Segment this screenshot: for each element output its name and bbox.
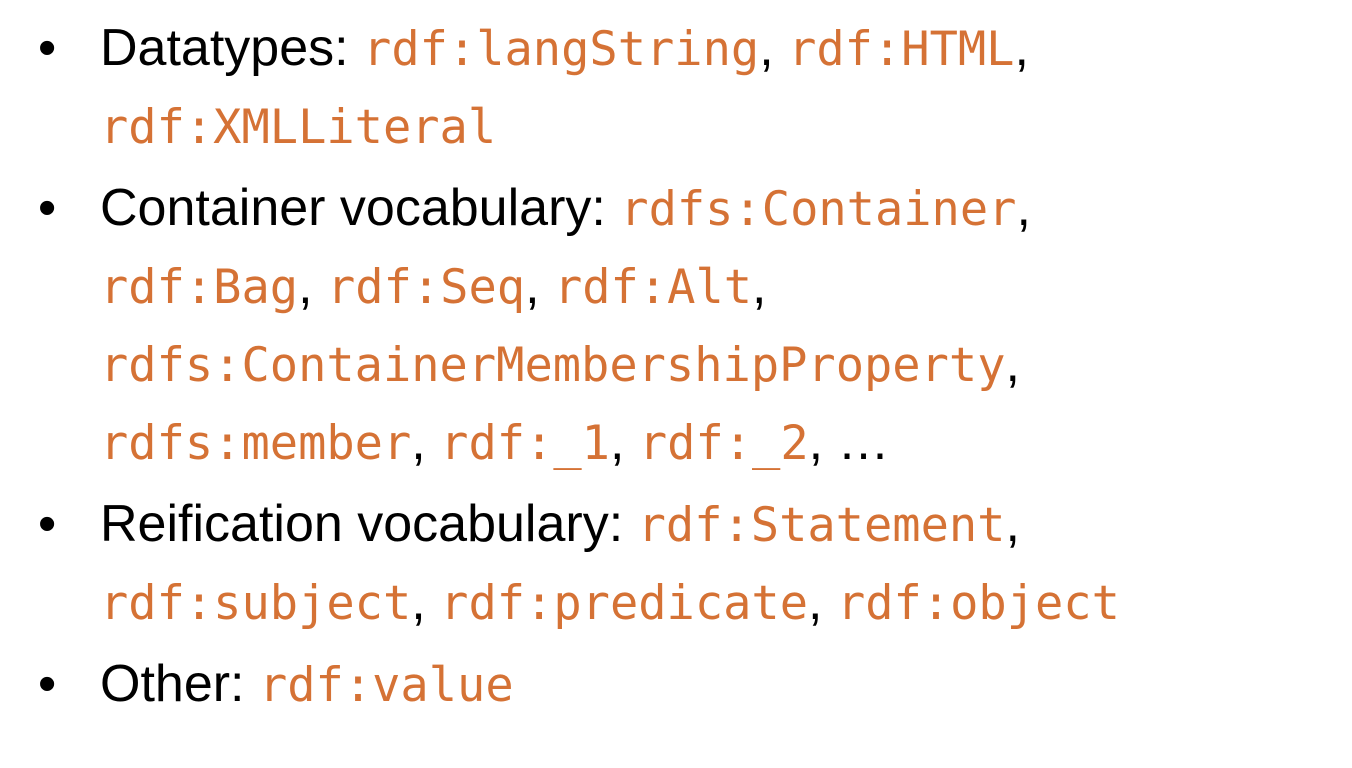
bullet-dot-icon: • <box>38 19 57 77</box>
term-rdf-statement: rdf:Statement <box>637 498 1006 553</box>
term-rdf-object: rdf:object <box>836 576 1120 631</box>
separator: , <box>411 573 426 631</box>
bullet-container-vocabulary: • Container vocabulary: rdfs:Container , … <box>38 170 1332 482</box>
bullet-line: Datatypes: rdf:langString, rdf:HTML, <box>100 10 1332 88</box>
separator: , <box>808 573 823 631</box>
bullet-line: rdf:subject, rdf:predicate, rdf:object <box>100 564 1332 642</box>
term-rdf-xmlliteral: rdf:XMLLiteral <box>100 100 497 155</box>
separator: , <box>1005 335 1020 393</box>
separator: , <box>298 257 313 315</box>
bullet-line: rdf:XMLLiteral <box>100 88 1332 166</box>
bullet-line: Reification vocabulary: rdf:Statement, <box>100 486 1332 564</box>
bullet-dot-icon: • <box>38 179 57 237</box>
separator: , <box>1016 179 1031 237</box>
separator: , <box>759 19 774 77</box>
bullet-label: Reification vocabulary: <box>100 495 624 553</box>
term-rdfs-member: rdfs:member <box>100 416 412 471</box>
term-rdf-bag: rdf:Bag <box>100 260 299 315</box>
separator: , … <box>808 413 890 471</box>
bullet-line: rdfs:member, rdf:_1, rdf:_2, … <box>100 404 1332 482</box>
term-rdf-subject: rdf:subject <box>100 576 412 631</box>
term-rdfs-container: rdfs:Container <box>620 182 1017 237</box>
bullet-dot-icon: • <box>38 655 57 713</box>
bullet-label: Datatypes: <box>100 19 349 77</box>
separator: , <box>1005 495 1020 553</box>
term-rdf-predicate: rdf:predicate <box>440 576 809 631</box>
term-rdf-alt: rdf:Alt <box>553 260 753 315</box>
separator: , <box>752 257 767 315</box>
bullet-dot-icon: • <box>38 495 57 553</box>
bullet-line: Container vocabulary: rdfs:Container, <box>100 170 1332 248</box>
bullet-line: rdfs:ContainerMembershipProperty, <box>100 326 1332 404</box>
separator: , <box>609 413 625 471</box>
separator: , <box>525 257 540 315</box>
term-rdfs-containermembershipproperty: rdfs:ContainerMembershipProperty <box>100 338 1006 393</box>
bullet-reification-vocabulary: • Reification vocabulary: rdf:Statement,… <box>38 486 1332 642</box>
bullet-line: Other: rdf:value <box>100 646 1332 724</box>
term-rdf-1: rdf:_1 <box>440 416 610 471</box>
bullet-list: • Datatypes: rdf:langString, rdf:HTML, r… <box>38 10 1332 724</box>
separator: , <box>411 413 426 471</box>
term-rdf-html: rdf:HTML <box>788 22 1015 77</box>
bullet-label: Container vocabulary: <box>100 179 606 237</box>
bullet-line: rdf:Bag, rdf:Seq, rdf:Alt, <box>100 248 1332 326</box>
term-rdf-seq: rdf:Seq <box>326 260 526 315</box>
bullet-other: • Other: rdf:value <box>38 646 1332 724</box>
term-rdf-2: rdf:_2 <box>638 416 809 471</box>
term-rdf-langstring: rdf:langString <box>363 22 760 77</box>
separator: , <box>1014 19 1029 77</box>
bullet-datatypes: • Datatypes: rdf:langString, rdf:HTML, r… <box>38 10 1332 166</box>
bullet-label: Other: <box>100 655 245 713</box>
term-rdf-value: rdf:value <box>258 658 514 713</box>
